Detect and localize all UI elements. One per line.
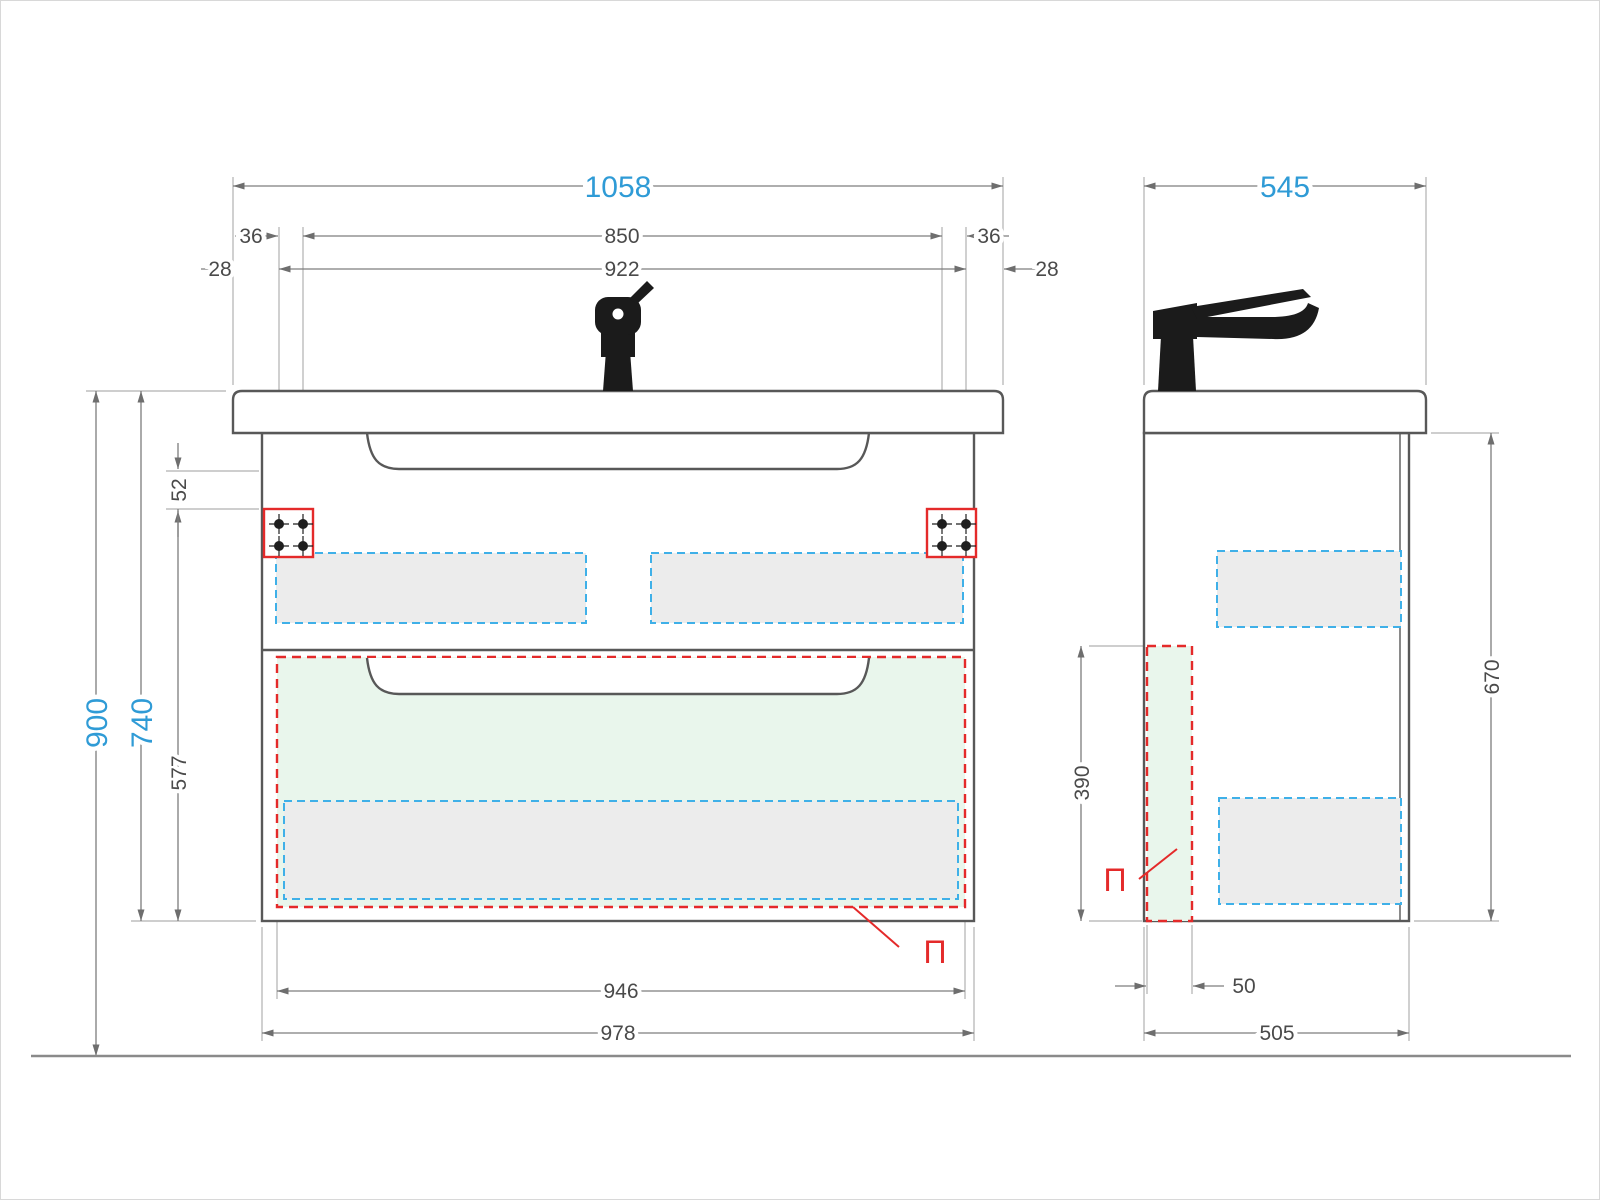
- dimension-value: 670: [1481, 659, 1504, 694]
- faucet-lever: [1191, 289, 1311, 319]
- top-drawer-handle-recess: [365, 432, 871, 471]
- dimension-value: 390: [1071, 765, 1094, 800]
- dim-hole-span: 850 36 36: [235, 221, 1009, 252]
- dimension-value: 740: [126, 698, 159, 748]
- dim-mount-span: 922 28 28: [201, 254, 1063, 285]
- dimension-value: 978: [600, 1022, 635, 1045]
- dim-panel-height: 390: [1067, 646, 1098, 921]
- dim-cabinet-depth: 505: [1144, 1018, 1409, 1049]
- dim-bracket-gap: 52: [164, 443, 195, 537]
- bolt: [269, 536, 289, 556]
- dim-cabinet-width: 978: [262, 1018, 974, 1049]
- side-view: П 545 670 390 50 505: [1067, 167, 1508, 1050]
- dim-mount-height: 740: [122, 391, 164, 921]
- dimension-value: 36: [977, 225, 1000, 248]
- dimension-value: 505: [1259, 1022, 1294, 1045]
- panel-leader-front: [852, 906, 900, 948]
- faucet-column: [1158, 336, 1196, 391]
- dim-overall-width: 1058: [233, 167, 1003, 209]
- dimension-value: 50: [1232, 975, 1255, 998]
- countertop-front: [231, 389, 1005, 435]
- faucet-body: [1153, 303, 1197, 339]
- bolt: [269, 514, 289, 534]
- countertop-side: [1142, 389, 1428, 435]
- top-drawer-inner-right: [650, 552, 964, 624]
- dimension-value: 577: [168, 755, 191, 790]
- bolt: [956, 536, 976, 556]
- dim-inner-width: 946: [277, 976, 965, 1007]
- dim-panel-depth: 50: [1115, 971, 1260, 1002]
- dimension-value: 922: [604, 258, 639, 281]
- mounting-bracket-right: [925, 507, 978, 559]
- faucet-spout: [1197, 303, 1319, 340]
- faucet-lever: [629, 281, 654, 304]
- faucet-side: [1153, 289, 1319, 391]
- dimension-value: 545: [1260, 171, 1310, 204]
- faucet-aerator: [612, 308, 624, 320]
- dimension-value: 946: [603, 980, 638, 1003]
- bolt: [956, 514, 976, 534]
- side-inner-top: [1216, 550, 1402, 628]
- dim-cabinet-height: 670: [1477, 433, 1508, 921]
- dimension-value: 900: [81, 698, 114, 748]
- dimension-value: 1058: [585, 171, 652, 204]
- mounting-bracket-left: [262, 507, 315, 559]
- top-drawer-inner-left: [275, 552, 587, 624]
- dim-total-height: 900: [77, 391, 119, 1056]
- bottom-drawer-handle-recess: [365, 657, 871, 696]
- panel-leader-side: [1138, 848, 1178, 880]
- panel-label-side: П: [1104, 862, 1127, 898]
- bolt: [293, 514, 313, 534]
- dimension-value: 28: [208, 258, 231, 281]
- dimension-value: 36: [239, 225, 262, 248]
- front-view: П 1058 850 36 36 922 28 28 900 7: [77, 167, 1063, 1056]
- dim-lower-span: 577: [164, 509, 195, 921]
- panel-label-front: П: [924, 934, 947, 970]
- bolt: [932, 536, 952, 556]
- faucet-front: [595, 281, 654, 391]
- faucet-column: [603, 351, 633, 391]
- dimension-value: 52: [168, 478, 191, 501]
- bottom-drawer-inner: [283, 800, 959, 900]
- panel-outline-side: [1145, 644, 1194, 923]
- bolt: [932, 514, 952, 534]
- side-inner-bottom: [1218, 797, 1402, 905]
- dimension-value: 850: [604, 225, 639, 248]
- dimension-value: 28: [1035, 258, 1058, 281]
- bolt: [293, 536, 313, 556]
- dim-overall-depth: 545: [1144, 167, 1426, 209]
